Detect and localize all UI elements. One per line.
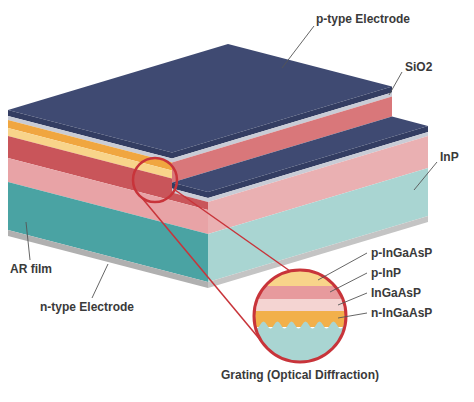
leader-line <box>338 293 367 305</box>
part-label: Grating (Optical Diffraction) <box>180 368 420 382</box>
leader-line <box>92 264 108 298</box>
zoom-line <box>142 198 262 342</box>
side-inp <box>208 168 428 282</box>
zoom-circle <box>254 270 346 362</box>
leader-line <box>330 273 367 292</box>
label-anchor: SiO2 <box>405 60 432 74</box>
leader-line <box>389 72 402 95</box>
label-anchor: p-InGaAsP <box>371 246 432 260</box>
leader-line <box>338 313 367 318</box>
leader-line <box>318 253 367 280</box>
label-anchor: InGaAsP <box>371 286 421 300</box>
label-anchor: Grating (Optical Diffraction) <box>180 368 420 382</box>
part-label: SiO2 <box>405 60 432 74</box>
label-anchor: InP <box>440 150 459 164</box>
zoom-view <box>246 266 358 370</box>
facet-n-electrode <box>8 230 208 288</box>
part-label: InP <box>440 150 459 164</box>
leader-line <box>26 222 30 260</box>
leader-line <box>282 26 314 68</box>
zoom-marker <box>133 158 177 202</box>
label-anchor: n-InGaAsP <box>371 306 432 320</box>
zoom-line <box>175 190 290 271</box>
part-label: n-type Electrode <box>40 300 134 314</box>
part-label: p-type Electrode <box>316 12 410 26</box>
label-anchor: p-InP <box>371 266 401 280</box>
part-label: n-InGaAsP <box>371 306 432 320</box>
label-anchor: p-type Electrode <box>316 12 410 26</box>
part-label: AR film <box>10 262 52 276</box>
part-label: p-InP <box>371 266 401 280</box>
leader-line <box>414 162 437 190</box>
facet-inp <box>8 182 208 282</box>
leader-lines <box>26 26 437 318</box>
label-anchor: n-type Electrode <box>40 300 134 314</box>
part-label: InGaAsP <box>371 286 421 300</box>
part-label: p-InGaAsP <box>371 246 432 260</box>
label-anchor: AR film <box>10 262 52 276</box>
